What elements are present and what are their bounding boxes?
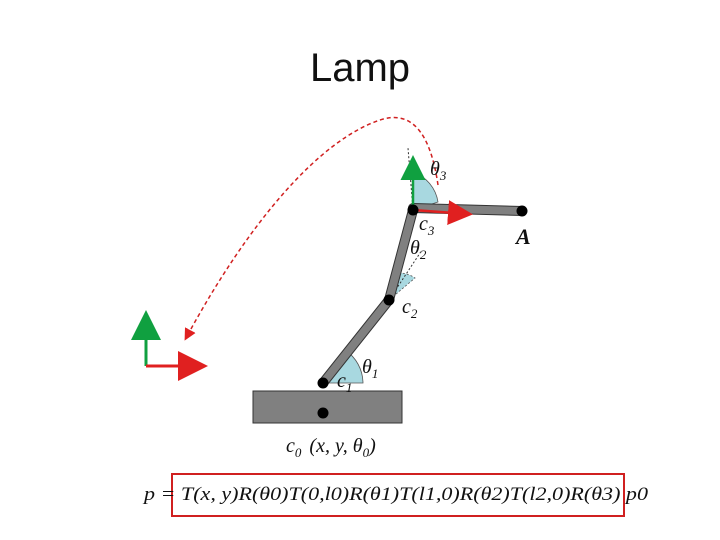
page-title: Lamp (309, 46, 411, 90)
theta2-label: θ2 (410, 237, 427, 262)
lamp-link-1-fill (319, 296, 393, 387)
joint-c1 (317, 377, 329, 389)
c0-state-label: c0(x,y,θ0) (286, 435, 376, 460)
joint-c0 (317, 407, 329, 419)
local-frame-x-axis (412, 200, 473, 226)
lamp-link-2-fill (385, 206, 417, 304)
c1-label: c1 (337, 370, 352, 395)
theta1-label: θ1 (362, 356, 378, 381)
c3-label: c3 (419, 213, 435, 238)
endpoint-a-label: A (514, 224, 531, 249)
transform-formula: p = T(x, y)R(θ0)T(0,l0)R(θ1)T(l1,0)R(θ2)… (142, 484, 649, 505)
c2-label: c2 (402, 296, 418, 321)
motion-curve-arrow (184, 116, 439, 341)
endpoint-a (516, 205, 528, 217)
joint-c3 (407, 204, 419, 216)
theta3-label: θ3 (430, 158, 447, 183)
joint-c2 (383, 294, 395, 306)
lamp-base (252, 390, 403, 424)
formula-highlight-box (171, 473, 625, 517)
